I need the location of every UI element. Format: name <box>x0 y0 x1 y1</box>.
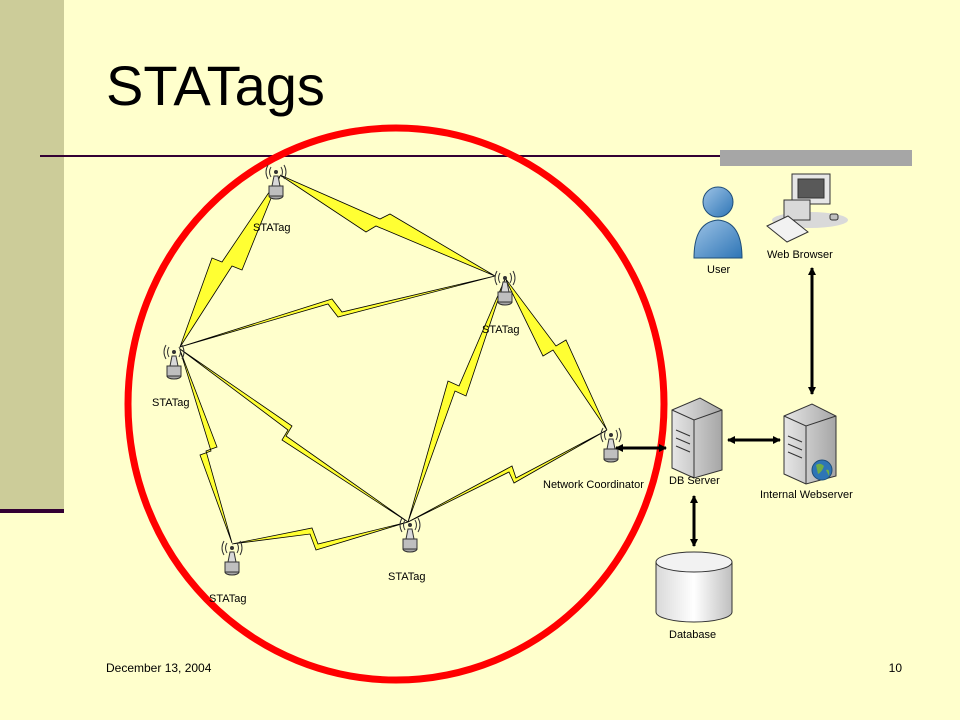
user-icon <box>693 186 743 259</box>
user-label: User <box>707 264 731 276</box>
link-left-right <box>179 275 496 348</box>
antenna-icon <box>163 344 185 380</box>
internal-webserver-label: Internal Webserver <box>760 489 853 501</box>
statag-bottom-center-label: STATag <box>388 571 426 583</box>
network-boundary-circle <box>124 124 668 684</box>
statag-top-label: STATag <box>253 222 291 234</box>
link-right-coordinator <box>504 277 608 431</box>
antenna-icon <box>600 427 622 463</box>
antenna-icon <box>265 164 287 200</box>
statag-left-node <box>163 344 185 380</box>
network-coordinator-label: Network Coordinator <box>543 479 644 491</box>
link-left-bottom <box>179 348 409 523</box>
slide-title: STATags <box>106 54 325 117</box>
link-bottom-coordinator <box>407 429 608 523</box>
statag-left-label: STATag <box>152 397 190 409</box>
statag-bottom-left-label: STATag <box>209 593 247 605</box>
database-icon <box>655 551 733 623</box>
globe-icon <box>811 459 833 481</box>
title-rule <box>40 155 912 157</box>
statag-bottom-center-node <box>399 517 421 553</box>
antenna-icon <box>399 517 421 553</box>
slide-sidebar <box>0 0 64 510</box>
statag-top-node <box>265 164 287 200</box>
slide-page-number: 10 <box>888 661 902 675</box>
link-left-bottomleft <box>179 349 233 544</box>
statag-right-node <box>494 270 516 306</box>
database-label: Database <box>669 629 716 641</box>
link-bottomleft-bottom <box>231 521 409 551</box>
web-browser-label: Web Browser <box>767 249 833 261</box>
sidebar-rule <box>0 509 64 513</box>
db-server-label: DB Server <box>669 475 720 487</box>
connection-arrows <box>615 267 816 547</box>
network-coordinator-node <box>600 427 622 463</box>
statag-bottom-left-node <box>221 540 243 576</box>
title-accent-bar <box>720 150 912 166</box>
antenna-icon <box>494 270 516 306</box>
antenna-icon <box>221 540 243 576</box>
computer-icon <box>766 173 848 243</box>
wireless-links <box>179 174 608 551</box>
statag-right-label: STATag <box>482 324 520 336</box>
link-top-right <box>279 174 496 277</box>
db-server-icon <box>671 397 723 479</box>
slide-date: December 13, 2004 <box>106 661 212 675</box>
link-right-bottom <box>407 278 506 523</box>
